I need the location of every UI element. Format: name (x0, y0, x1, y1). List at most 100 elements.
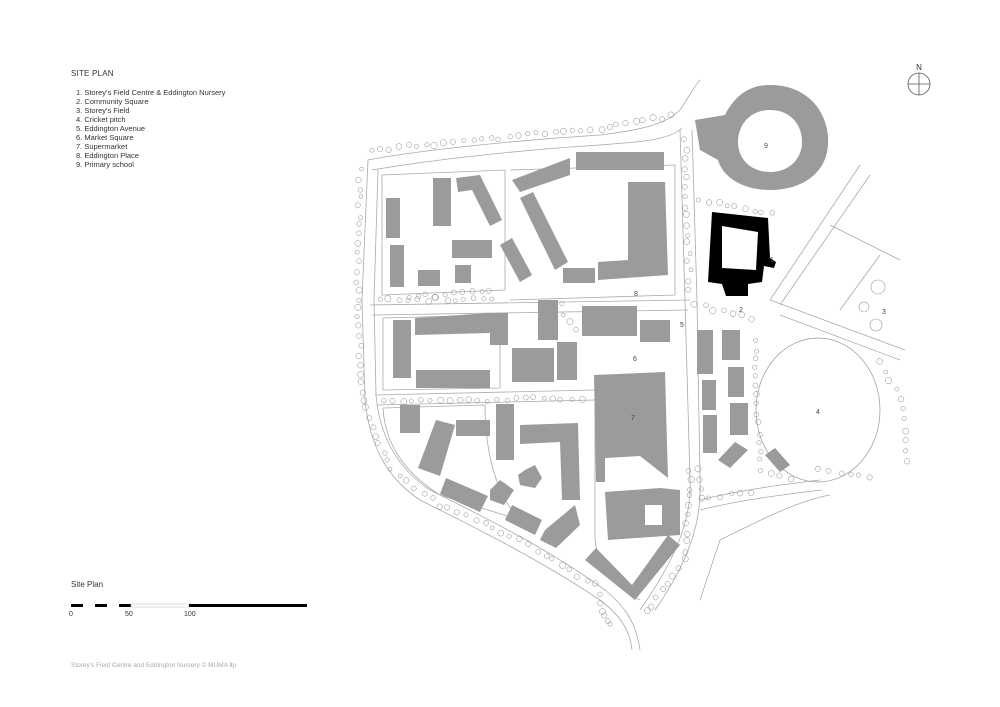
tree (355, 322, 362, 329)
tree (757, 431, 763, 438)
tree (682, 155, 689, 162)
tree (357, 187, 363, 193)
tree (406, 295, 412, 300)
tree (356, 298, 362, 304)
tree (515, 132, 522, 139)
tree (685, 286, 692, 293)
tree (613, 121, 619, 128)
tree (753, 400, 759, 406)
tree (357, 362, 364, 369)
legend-item: 9. Primary school (76, 160, 134, 169)
tree (599, 608, 606, 615)
tree (400, 398, 408, 406)
tree (495, 136, 501, 142)
tree (586, 126, 594, 134)
tree (559, 561, 567, 569)
map-label-8: 8 (634, 291, 638, 298)
tree (687, 476, 695, 483)
tree (377, 146, 383, 152)
tree (622, 120, 629, 127)
legend-item: 2. Community Square (76, 97, 149, 106)
tree (639, 117, 646, 124)
tree (469, 288, 476, 295)
north-arrow-icon: N (907, 63, 931, 96)
tree (684, 258, 690, 264)
tree (592, 580, 599, 587)
tree (569, 397, 575, 402)
tree (396, 297, 403, 303)
legend-item: 3. Storey's Field (76, 106, 130, 115)
tree (354, 304, 362, 311)
tree (767, 470, 775, 477)
tree (684, 530, 691, 538)
legend-title: SITE PLAN (71, 69, 114, 78)
tree (838, 470, 845, 477)
tree (683, 222, 690, 229)
tree (507, 134, 513, 140)
tree (506, 533, 512, 539)
tree (753, 338, 759, 343)
tree (460, 296, 466, 302)
tree (360, 397, 368, 404)
tree (758, 449, 764, 455)
tree (544, 553, 550, 559)
tree (856, 472, 861, 478)
tree (354, 240, 361, 247)
tree (566, 566, 572, 573)
tree (358, 342, 365, 349)
scale-bar (71, 603, 307, 608)
tree (742, 205, 749, 212)
map-label-6: 6 (633, 356, 637, 363)
tree (668, 572, 676, 580)
tree (361, 403, 369, 411)
tree (479, 289, 485, 294)
credit: Storey's Field Centre and Eddington Nurs… (71, 662, 236, 669)
tree (696, 197, 701, 203)
tree (523, 394, 529, 401)
tree (904, 458, 911, 465)
tree (866, 474, 873, 481)
tree (459, 289, 466, 295)
scale-tick-0: 0 (69, 611, 73, 618)
tree (685, 468, 691, 474)
tree (703, 302, 709, 308)
tree (902, 427, 909, 435)
tree (471, 137, 477, 143)
tree (497, 529, 504, 537)
tree (355, 353, 362, 360)
cricket-pitch (755, 337, 881, 483)
tree (513, 395, 520, 401)
tree (731, 203, 737, 209)
tree (757, 456, 762, 462)
map-label-4: 4 (816, 409, 820, 416)
tree (706, 199, 713, 206)
tree (683, 173, 690, 181)
tree (355, 286, 363, 294)
tree (356, 333, 363, 339)
tree (353, 279, 360, 286)
tree (758, 209, 764, 216)
tree (696, 476, 703, 483)
tree (705, 495, 711, 501)
tree (729, 310, 737, 318)
tree (473, 517, 480, 524)
tree (442, 292, 448, 298)
tree (542, 395, 547, 401)
tree (440, 139, 447, 147)
tree (405, 298, 411, 303)
tree (354, 202, 361, 209)
tree (682, 555, 689, 562)
tree (699, 486, 704, 492)
tree (559, 301, 565, 307)
tree (633, 117, 640, 125)
tree (535, 549, 541, 555)
tree (716, 199, 723, 206)
tree (753, 411, 759, 418)
tree (579, 396, 586, 403)
tree (752, 382, 759, 389)
tree (787, 475, 795, 483)
tree (815, 465, 821, 472)
legend-item: 1. Storey's Field Centre & Eddington Nur… (76, 88, 226, 97)
tree (682, 210, 690, 218)
tree (601, 612, 608, 619)
